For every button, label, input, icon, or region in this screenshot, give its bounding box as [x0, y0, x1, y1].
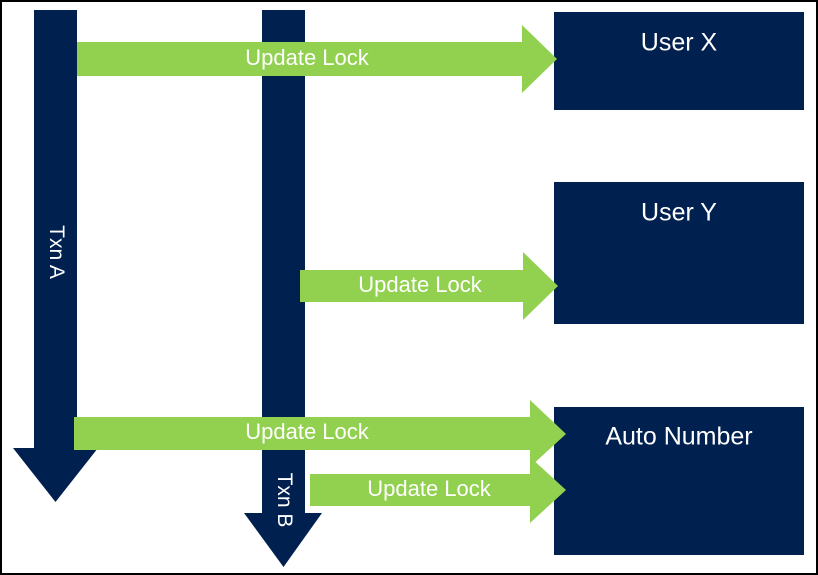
auto-number-label: Auto Number: [605, 423, 752, 451]
message-arrow-3: Update Lock: [74, 400, 566, 467]
message-arrow-1: Update Lock: [77, 25, 557, 93]
user-y-label: User Y: [641, 199, 717, 227]
message-arrow-4-label: Update Lock: [367, 476, 492, 501]
message-arrow-3-shape: [74, 400, 566, 467]
auto-number-box-shape: [554, 407, 804, 555]
message-arrow-2-shape: [300, 252, 558, 320]
message-arrow-1-label: Update Lock: [245, 45, 370, 70]
message-arrow-2-label: Update Lock: [358, 272, 483, 297]
lane-txn-b-label: Txn B: [273, 473, 296, 528]
user-y-box-shape: [554, 182, 804, 324]
target-box-auto-number: Auto Number: [554, 407, 804, 555]
lane-txn-a: Txn A: [13, 10, 98, 502]
txn-a-arrow-shape: [13, 10, 98, 502]
lane-txn-a-label: Txn A: [45, 225, 68, 279]
target-box-user-y: User Y: [554, 182, 804, 324]
message-arrow-3-label: Update Lock: [245, 419, 370, 444]
message-arrow-4: Update Lock: [310, 457, 566, 523]
message-arrow-2: Update Lock: [300, 252, 558, 320]
message-arrow-4-shape: [310, 457, 566, 523]
target-box-user-x: User X: [554, 12, 804, 110]
user-x-box-shape: [554, 12, 804, 110]
user-x-label: User X: [641, 29, 718, 57]
message-arrow-1-shape: [77, 25, 557, 93]
